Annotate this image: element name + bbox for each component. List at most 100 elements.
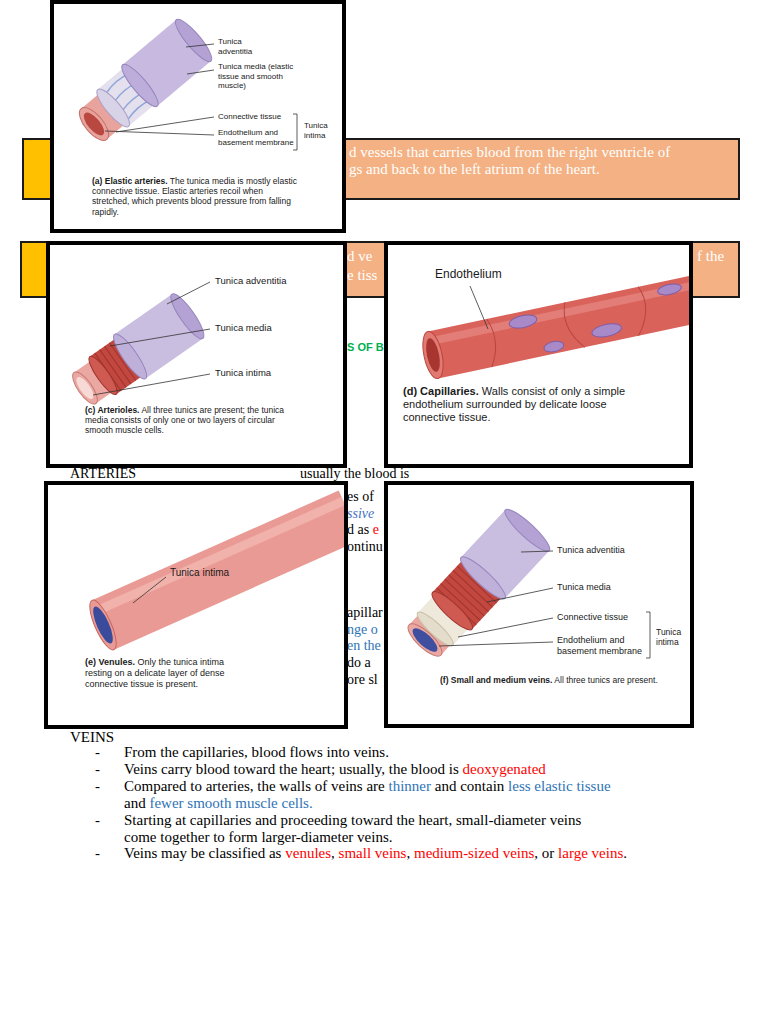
part-name: Endothelium <box>435 267 502 281</box>
body-text: medium-sized veins <box>414 845 534 861</box>
body-text: From the capillaries, blood flows into v… <box>124 744 389 760</box>
band-text: f the <box>697 248 724 264</box>
body-text: ARTERIES <box>70 466 136 481</box>
leader-lines <box>133 577 166 603</box>
part-label: Tunica media <box>557 582 611 593</box>
body-text: - <box>95 778 100 794</box>
part-label: Tunica intima <box>656 627 688 647</box>
band-text: d vessels that carries blood from the ri… <box>349 144 670 160</box>
part-name: Tunica adventitia <box>218 37 252 56</box>
band-text-block: f the <box>697 247 724 265</box>
text-line: - <box>95 744 100 761</box>
part-label: Tunica adventitia <box>557 545 625 556</box>
section-heading: S OF B <box>347 341 384 353</box>
body-text: and contain <box>435 778 505 794</box>
body-text: ssive <box>347 506 374 521</box>
body-text: - <box>95 845 100 861</box>
vein-tube <box>398 505 554 667</box>
part-name: Endothelium and basement membrane <box>218 128 294 147</box>
body-text: - <box>95 761 100 777</box>
band-text-block: gs and back to the left atrium of the he… <box>349 160 600 178</box>
body-text: VEINS <box>70 729 114 745</box>
text-line: Compared to arteries, the walls of veins… <box>124 778 611 795</box>
part-name: Tunica media <box>557 582 611 592</box>
body-text: apillar <box>347 605 383 620</box>
body-text: , <box>406 845 410 861</box>
text-line: usually the blood is <box>300 467 409 481</box>
venule-tube <box>85 491 344 653</box>
text-line: apillar <box>347 605 383 621</box>
text-line: - <box>95 761 100 778</box>
band-text-block: d vessels that carries blood from the ri… <box>349 143 670 161</box>
text-line: ontinu <box>347 539 383 555</box>
text-line: S OF B <box>347 341 384 354</box>
text-line: Veins may be classified as venules, smal… <box>124 845 627 862</box>
body-text: ontinu <box>347 539 383 554</box>
body-text: usually the blood is <box>300 466 409 481</box>
arteriole-tube <box>64 290 209 414</box>
leader-lines <box>105 44 297 150</box>
caption-title: (d) Capillaries. <box>403 385 479 397</box>
figure-caption: (f) Small and medium veins. All three tu… <box>440 675 670 685</box>
body-text: venules <box>285 845 331 861</box>
vein-illustration <box>388 485 690 724</box>
text-line: Starting at capillaries and proceeding t… <box>124 812 581 829</box>
band-text: gs and back to the left atrium of the he… <box>349 161 600 177</box>
figure-caption: (c) Arterioles. All three tunics are pre… <box>85 405 300 436</box>
leader-lines <box>439 551 650 658</box>
caption-title: (f) Small and medium veins. <box>440 675 552 685</box>
body-text: e <box>373 522 379 537</box>
caption-body: All three tunics are present. <box>554 675 657 685</box>
caption-title: (c) Arterioles. <box>85 405 139 415</box>
figure-caption: (d) Capillaries. Walls consist of only a… <box>403 385 648 425</box>
part-label: Endothelium and basement membrane <box>557 635 645 657</box>
part-name: Connective tissue <box>218 112 281 121</box>
artery-tube <box>70 15 217 150</box>
band-text-block: d ve <box>347 247 372 265</box>
figure-caption: (a) Elastic arteries. The tunica media i… <box>92 176 297 217</box>
part-label: Tunica adventitia <box>218 37 268 56</box>
figure-panel: Endothelium (d) Capillaries. Walls consis… <box>384 241 693 468</box>
text-line: ARTERIES <box>70 467 136 481</box>
body-text: less elastic tissue <box>508 778 610 794</box>
text-line: ore sl <box>347 672 378 688</box>
text-line: come together to form larger-diameter ve… <box>124 829 392 846</box>
part-name: Tunica intima <box>215 367 271 378</box>
body-text: - <box>95 812 100 828</box>
part-label: Connective tissue <box>557 612 628 623</box>
body-text: en the <box>347 638 381 653</box>
text-line: - <box>95 812 100 829</box>
body-text: Veins may be classified as <box>124 845 281 861</box>
part-label: Endothelium <box>435 267 502 281</box>
band-marker <box>24 140 52 198</box>
caption-title: (a) Elastic arteries. <box>92 176 168 186</box>
body-text: ore sl <box>347 672 378 687</box>
text-line: From the capillaries, blood flows into v… <box>124 744 389 761</box>
text-line: do a <box>347 655 371 671</box>
body-text: fewer smooth muscle cells. <box>149 795 312 811</box>
text-line: - <box>95 845 100 862</box>
band-text: e tiss <box>347 267 377 283</box>
part-name: Tunica adventitia <box>215 275 286 286</box>
figure-panel: Tunica adventitiaTunica mediaConnective … <box>384 481 694 728</box>
body-text: Starting at capillaries and proceeding t… <box>124 812 581 828</box>
text-line: - <box>95 778 100 795</box>
part-name: Tunica intima <box>656 627 681 647</box>
text-line: Veins carry blood toward the heart; usua… <box>124 761 546 778</box>
band-text-block: e tiss <box>347 266 377 284</box>
body-text: thinner <box>389 778 432 794</box>
text-line: nge o <box>347 622 378 638</box>
body-text: Compared to arteries, the walls of veins… <box>124 778 385 794</box>
part-label: Tunica intima <box>215 367 271 378</box>
leader-lines <box>470 286 488 329</box>
text-line: en the <box>347 638 381 654</box>
body-text: Veins carry blood toward the heart; usua… <box>124 761 459 777</box>
part-label: Tunica intima <box>170 567 229 579</box>
part-label: Tunica intima <box>304 121 338 140</box>
body-text: es of <box>347 489 374 504</box>
body-text: deoxygenated <box>463 761 546 777</box>
body-text: , <box>331 845 335 861</box>
capillary-tube <box>419 273 689 380</box>
caption-title: (e) Venules. <box>85 657 135 667</box>
